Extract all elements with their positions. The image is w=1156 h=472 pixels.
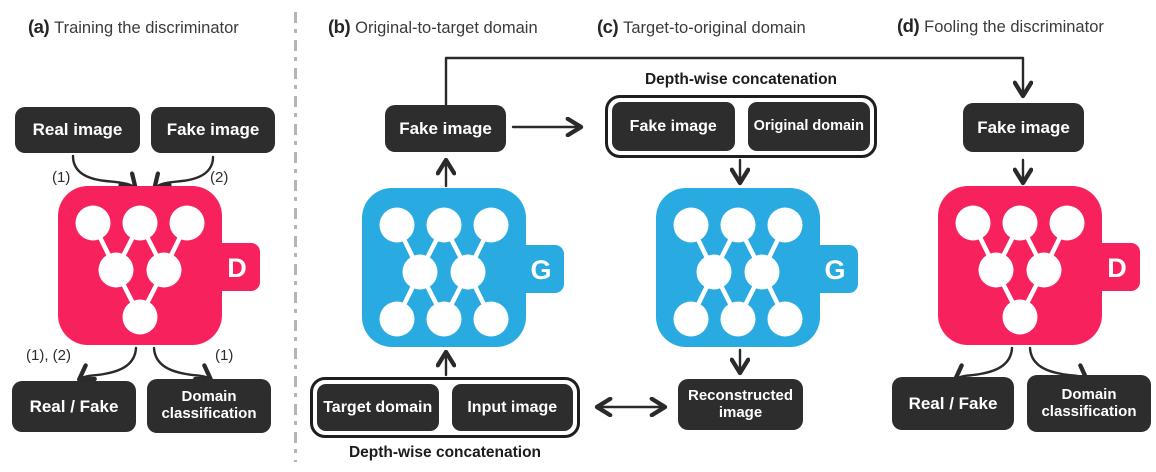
network-letter-g: G [530, 255, 551, 285]
discriminator-network-a: D [58, 186, 260, 345]
panel-a-title: (a)Training the discriminator [28, 16, 239, 38]
real-image-box: Real image [15, 107, 140, 153]
arrow-fake-to-d [155, 155, 215, 188]
generator-network-b: G [362, 188, 564, 347]
panel-d-tag: (d) [897, 15, 920, 36]
fake-image-box-a: Fake image [151, 107, 275, 153]
panel-c-title: (c)Target-to-original domain [597, 16, 806, 38]
wire-fake-to-panel-d [444, 56, 1023, 107]
arrow-real-to-d [71, 154, 135, 188]
target-domain-box: Target domain [317, 384, 439, 431]
panel-divider [294, 12, 297, 462]
step-label-1: (1) [52, 169, 71, 186]
panel-a-tag: (a) [28, 16, 50, 37]
concat-caption-b: Depth-wise concatenation [348, 444, 542, 461]
domain-classification-box-a: Domain classification [147, 379, 271, 433]
panel-c-tag: (c) [597, 16, 619, 37]
arrow-d-to-domaincls [152, 346, 210, 379]
panel-b-title-text: Original-to-target domain [355, 19, 538, 37]
real-fake-output-box-a: Real / Fake [12, 381, 136, 432]
real-fake-output-box-d: Real / Fake [892, 377, 1014, 430]
discriminator-network-d: D [938, 186, 1140, 345]
step-label-1-2: (1), (2) [26, 347, 71, 364]
arrow-d2-to-realfake [956, 346, 1014, 379]
fake-image-box-d: Fake image [963, 103, 1084, 152]
concat-group-b: Target domain Input image [310, 377, 580, 438]
fake-image-box-c: Fake image [612, 102, 735, 151]
network-letter-g2: G [824, 255, 845, 285]
panel-b-tag: (b) [328, 16, 351, 37]
step-label-1b: (1) [215, 347, 234, 364]
panel-d-title-text: Fooling the discriminator [924, 18, 1104, 36]
panel-d-title: (d)Fooling the discriminator [897, 15, 1104, 37]
step-label-2: (2) [210, 169, 229, 186]
generator-network-c: G [656, 188, 858, 347]
fake-image-box-b: Fake image [385, 105, 506, 152]
panel-b-title: (b)Original-to-target domain [328, 16, 538, 38]
concat-group-c: Fake image Original domain [605, 95, 877, 158]
network-letter-d: D [227, 253, 247, 283]
concat-caption-c: Depth-wise concatenation [644, 71, 838, 88]
network-letter-d2: D [1107, 253, 1127, 283]
domain-classification-box-d: Domain classification [1027, 375, 1151, 432]
input-image-box: Input image [451, 384, 573, 431]
arrow-d-to-realfake [80, 346, 138, 379]
reconstructed-image-box: Reconstructed image [678, 379, 803, 430]
panel-c-title-text: Target-to-original domain [623, 19, 806, 37]
original-domain-box: Original domain [747, 102, 870, 151]
panel-a-title-text: Training the discriminator [54, 19, 239, 37]
